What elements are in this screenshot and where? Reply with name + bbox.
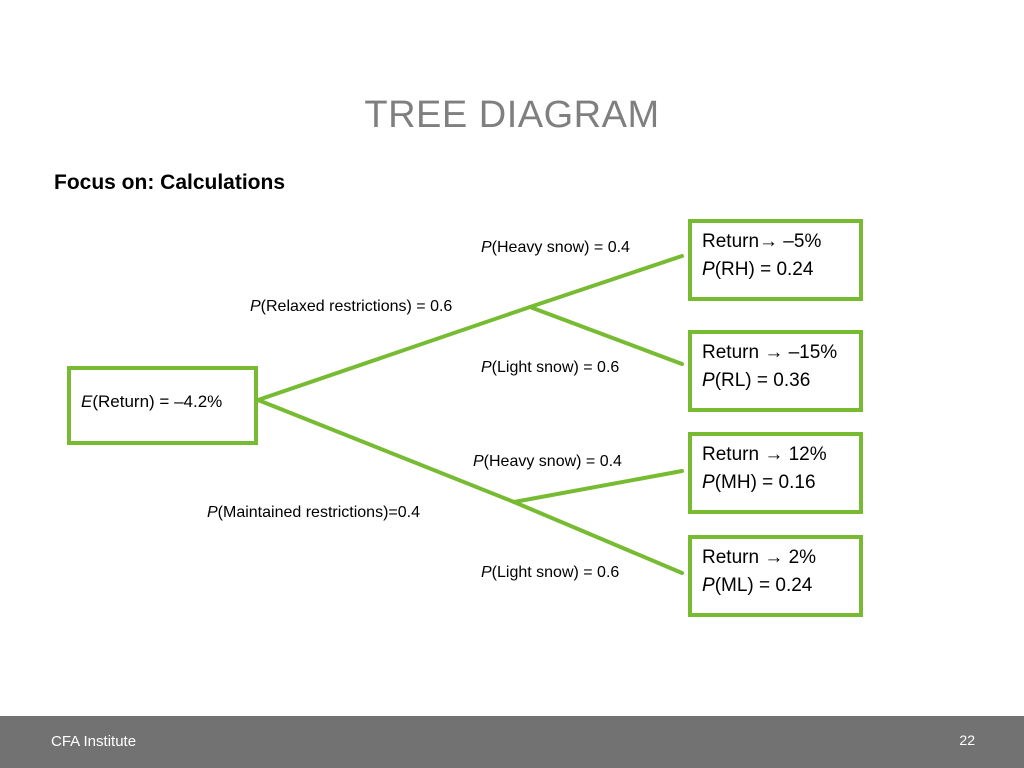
branch-label-maintained: P(Maintained restrictions)=0.4	[207, 504, 420, 522]
outcome-return: Return → 12%	[702, 441, 827, 469]
outcome-label-rh: Return→ –5% P(RH) = 0.24	[702, 228, 821, 284]
branch-var: P	[250, 298, 261, 315]
arrow-right-icon: →	[764, 547, 784, 568]
arrow-right-icon: →	[764, 444, 784, 465]
outcome-probability: P(RL) = 0.36	[702, 367, 837, 395]
page-number: 22	[959, 732, 975, 748]
branch-line-maintained-light	[512, 500, 684, 575]
outcome-return: Return → 2%	[702, 544, 816, 572]
slide-footer: CFA Institute 22	[0, 716, 1024, 768]
branch-line-maintained-heavy	[512, 469, 684, 504]
footer-brand: CFA Institute	[51, 733, 137, 750]
outcome-box-rh	[688, 219, 863, 301]
return-label: Return	[702, 547, 765, 568]
branch-line-maintained	[256, 398, 516, 504]
return-value: –5%	[778, 231, 822, 252]
branch-rest: (Heavy snow) = 0.4	[483, 453, 622, 470]
branch-label-maintained-light: P(Light snow) = 0.6	[481, 564, 619, 582]
branch-line-relaxed	[256, 305, 532, 402]
branch-var: P	[207, 504, 218, 521]
outcome-box-rl	[688, 330, 863, 412]
outcome-label-ml: Return → 2% P(ML) = 0.24	[702, 544, 816, 600]
branch-line-relaxed-heavy	[528, 254, 684, 309]
return-value: –15%	[783, 342, 838, 363]
branch-var: P	[481, 564, 492, 581]
root-node-label: E(Return) = –4.2%	[81, 392, 222, 412]
outcome-probability: P(ML) = 0.24	[702, 572, 816, 600]
return-label: Return	[702, 444, 765, 465]
branch-label-relaxed-heavy: P(Heavy snow) = 0.4	[481, 239, 630, 257]
outcome-box-ml	[688, 535, 863, 617]
outcome-box-mh	[688, 432, 863, 514]
branch-var: P	[481, 359, 492, 376]
return-label: Return	[702, 231, 760, 252]
root-rest: (Return) = –4.2%	[92, 392, 223, 411]
branch-rest: (Light snow) = 0.6	[491, 359, 620, 376]
prob-var: P	[702, 575, 715, 596]
outcome-label-rl: Return → –15% P(RL) = 0.36	[702, 339, 837, 395]
branch-var: P	[481, 239, 492, 256]
prob-rest: (MH) = 0.16	[714, 472, 816, 493]
branch-rest: (Maintained restrictions)=0.4	[217, 504, 420, 521]
root-var: E	[81, 392, 93, 411]
outcome-probability: P(RH) = 0.24	[702, 256, 821, 284]
outcome-return: Return→ –5%	[702, 228, 821, 256]
arrow-right-icon: →	[759, 231, 779, 252]
prob-rest: (RH) = 0.24	[714, 259, 814, 280]
root-node-box	[67, 366, 258, 445]
branch-line-relaxed-light	[528, 305, 684, 366]
arrow-right-icon: →	[764, 342, 784, 363]
branch-rest: (Heavy snow) = 0.4	[491, 239, 630, 256]
prob-rest: (RL) = 0.36	[714, 370, 811, 391]
branch-label-relaxed-light: P(Light snow) = 0.6	[481, 359, 619, 377]
branch-label-relaxed: P(Relaxed restrictions) = 0.6	[250, 298, 452, 316]
prob-var: P	[702, 370, 715, 391]
prob-rest: (ML) = 0.24	[714, 575, 813, 596]
slide-subtitle: Focus on: Calculations	[54, 171, 286, 194]
outcome-label-mh: Return → 12% P(MH) = 0.16	[702, 441, 827, 497]
outcome-probability: P(MH) = 0.16	[702, 469, 827, 497]
branch-label-maintained-heavy: P(Heavy snow) = 0.4	[473, 453, 622, 471]
branch-var: P	[473, 453, 484, 470]
branch-rest: (Light snow) = 0.6	[491, 564, 620, 581]
outcome-return: Return → –15%	[702, 339, 837, 367]
return-value: 2%	[783, 547, 817, 568]
return-label: Return	[702, 342, 765, 363]
return-value: 12%	[783, 444, 827, 465]
slide-title: TREE DIAGRAM	[364, 94, 660, 136]
branch-rest: (Relaxed restrictions) = 0.6	[260, 298, 453, 315]
prob-var: P	[702, 259, 715, 280]
prob-var: P	[702, 472, 715, 493]
